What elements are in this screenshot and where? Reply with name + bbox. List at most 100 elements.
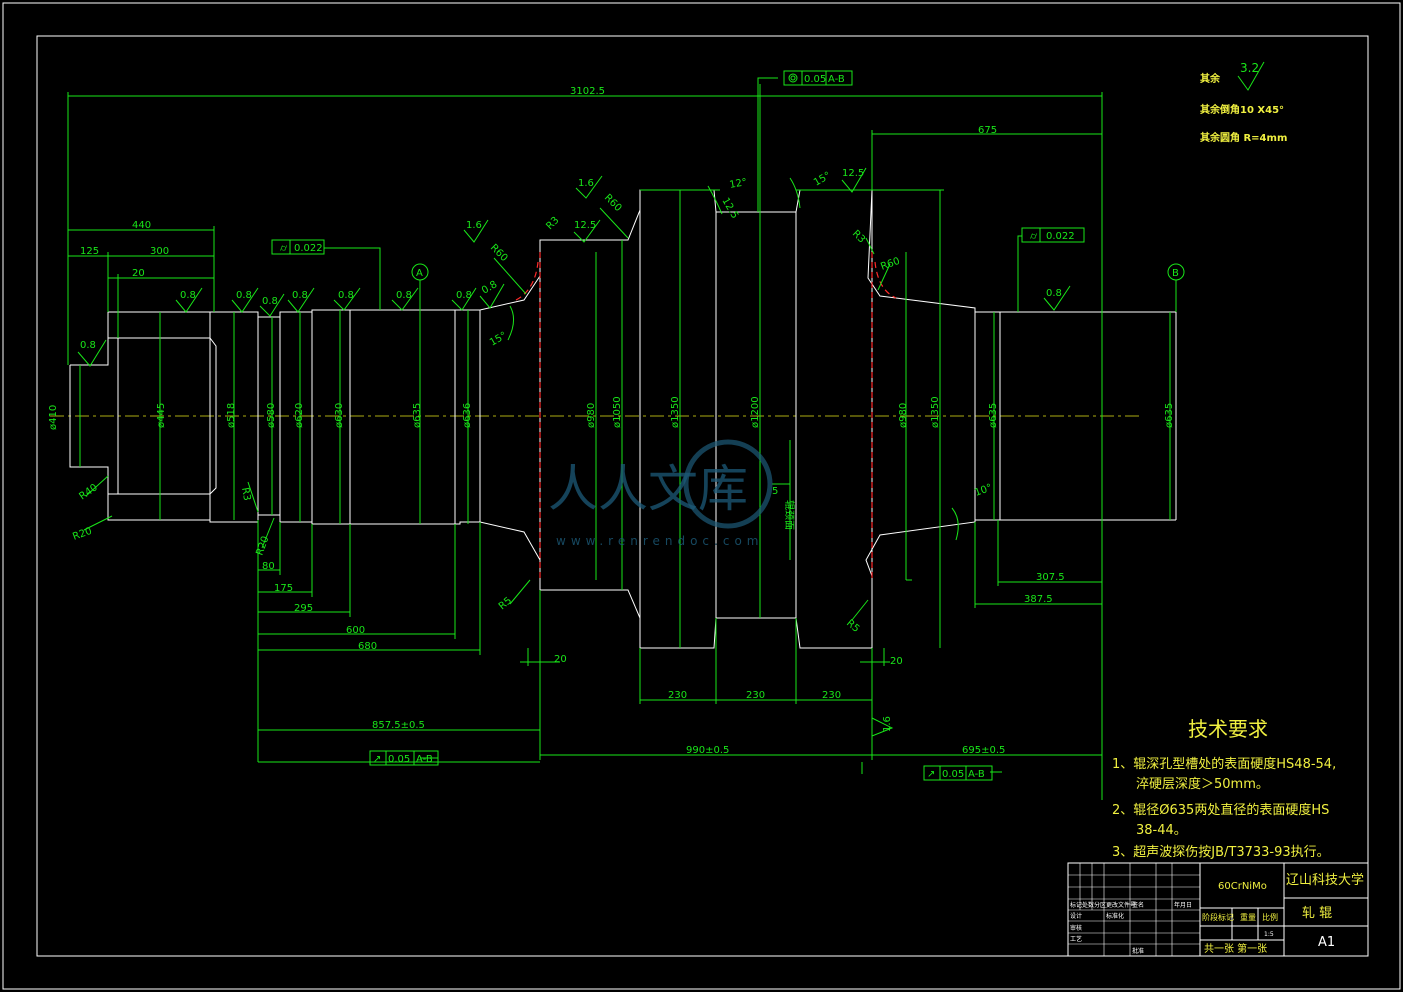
dim-20c: 20 [890, 656, 903, 667]
dimension-text: 3102.5 440 125 300 20 675 80 175 295 600… [80, 86, 1065, 756]
tb-part: 轧 辊 [1302, 906, 1332, 921]
tb-weight: 重量 [1240, 912, 1256, 922]
datum-b: B [1172, 268, 1179, 279]
dim-20a: 20 [132, 268, 145, 279]
datum-markers [411, 263, 1185, 281]
radius-r60a: R60 [488, 242, 510, 264]
tolerance-frames [271, 70, 1085, 781]
tol-circ-ref: A-B [828, 74, 845, 85]
tb-size: A1 [1318, 935, 1335, 950]
roughness-label: 0.8 [338, 290, 354, 301]
dia-1200: ø1200 [750, 396, 761, 428]
roughness-label: 12.5 [719, 196, 740, 221]
dia-636: ø636 [462, 403, 473, 428]
tb-scale: 比例 [1262, 912, 1278, 922]
roughness-label: 0.8 [236, 290, 252, 301]
dim-600: 600 [346, 625, 365, 636]
roughness-label: 0.8 [80, 340, 96, 351]
dia-580: ø580 [266, 403, 277, 428]
radius-r20b: R20 [254, 535, 271, 557]
watermark-url: www.renrendoc.com [556, 534, 763, 548]
tb-row-process: 工艺 [1070, 935, 1082, 943]
tol-run2-ref: A-B [968, 769, 985, 780]
tb-material: 60CrNiMo [1218, 881, 1267, 892]
radius-r3c: R3 [850, 228, 867, 245]
roughness-label: 0.8 [396, 290, 412, 301]
dim-680: 680 [358, 641, 377, 652]
radius-r5a: R5 [497, 595, 514, 612]
datum-a: A [416, 268, 423, 279]
title-block [1067, 862, 1369, 957]
diameter-text: ø410 ø445 ø518 ø580 ø620 ø630 ø635 ø636 … [48, 396, 1175, 430]
note-chamfer: 其余倒角10 X45° [1200, 103, 1284, 116]
angle-10: 10° [973, 482, 993, 498]
dim-307: 307.5 [1036, 572, 1065, 583]
note-fillet: 其余圆角 R=4mm [1200, 131, 1287, 144]
general-notes: 其余 其余倒角10 X45° 其余圆角 R=4mm [1200, 72, 1287, 144]
roughness-label: 1.6 [882, 716, 893, 732]
radius-r20: R20 [71, 526, 93, 543]
tb-scale-val: 1:5 [1264, 931, 1274, 938]
roughness-label: 0.8 [480, 279, 499, 296]
watermark: 人人文库 www.renrendoc.com [548, 439, 773, 548]
tb-row-check: 审核 [1070, 924, 1082, 932]
angle-12: 12° [729, 177, 748, 191]
dim-20b: 20 [554, 654, 567, 665]
dim-125: 125 [80, 246, 99, 257]
roughness-label: 1.6 [578, 178, 594, 189]
roughness-label: 3.2 [1240, 61, 1259, 75]
title-block-text: 60CrNiMo 辽山科技大学 轧 辊 A1 共一张 第一张 阶段标记 重量 比… [1070, 872, 1364, 955]
tech-title: 技术要求 [1188, 717, 1268, 741]
groove-label: 辊颈面 [783, 500, 796, 530]
tb-sheet: 共一张 第一张 [1204, 942, 1267, 955]
tol-cyl2: 0.022 [1046, 231, 1075, 242]
note-rest: 其余 [1200, 72, 1221, 85]
roughness-label: 0.8 [292, 290, 308, 301]
roughness-symbols [77, 61, 1265, 737]
dimension-lines [67, 84, 1171, 800]
radius-r60b: R60 [602, 192, 624, 214]
cyl-icon: ⌭ [1030, 231, 1038, 242]
tb-row-std: 标准化 [1106, 912, 1124, 920]
radius-text: R40 R20 R3 R20 R60 R3 R60 R3 R60 R5 R5 [71, 192, 901, 635]
runout-icon: ↗ [927, 769, 935, 780]
dia-1350a: ø1350 [670, 396, 681, 428]
tb-col6: 年月日 [1174, 901, 1192, 909]
tol-cyl1: 0.022 [294, 243, 323, 254]
tolerance-text: ⌭ 0.022 ⌭ 0.022 0.05 A-B ↗ 0.05 A-B ↗ 0.… [280, 74, 1075, 780]
roughness-label: 12.5 [842, 168, 864, 179]
tb-col5: 签名 [1132, 901, 1144, 909]
dim-295: 295 [294, 603, 313, 614]
dia-620: ø620 [294, 403, 305, 428]
dia-445: ø445 [156, 403, 167, 428]
roughness-label: 1.6 [466, 220, 482, 231]
dia-518: ø518 [226, 403, 237, 428]
datum-text: A B [416, 268, 1179, 279]
angle-15b: 15° [812, 170, 833, 188]
dim-175: 175 [274, 583, 293, 594]
dim-440: 440 [132, 220, 151, 231]
angle-15a: 15° [488, 330, 509, 348]
dia-635c: ø635 [1164, 403, 1175, 428]
dia-980a: ø980 [586, 403, 597, 428]
dia-1050: ø1050 [612, 396, 623, 428]
watermark-text: 人人文库 [548, 460, 748, 518]
tol-run2: 0.05 [942, 769, 964, 780]
dia-410: ø410 [48, 405, 59, 430]
radius-r60c: R60 [879, 256, 901, 273]
shaft-outline [69, 189, 1177, 649]
dim-387: 387.5 [1024, 594, 1053, 605]
radius-r40: R40 [77, 482, 99, 502]
radius-r3a: R3 [239, 487, 252, 502]
dim-300: 300 [150, 246, 169, 257]
dim-230a: 230 [668, 690, 687, 701]
dim-80: 80 [262, 561, 275, 572]
tech-line1b: 淬硬层深度＞50mm。 [1136, 776, 1269, 792]
leaders [83, 77, 1177, 773]
roughness-label: 12.5 [574, 220, 596, 231]
tb-col2: 处数 [1082, 901, 1094, 909]
roughness-label: 0.8 [456, 290, 472, 301]
tol-circ: 0.05 [804, 74, 826, 85]
tech-line2b: 38-44。 [1136, 823, 1187, 838]
